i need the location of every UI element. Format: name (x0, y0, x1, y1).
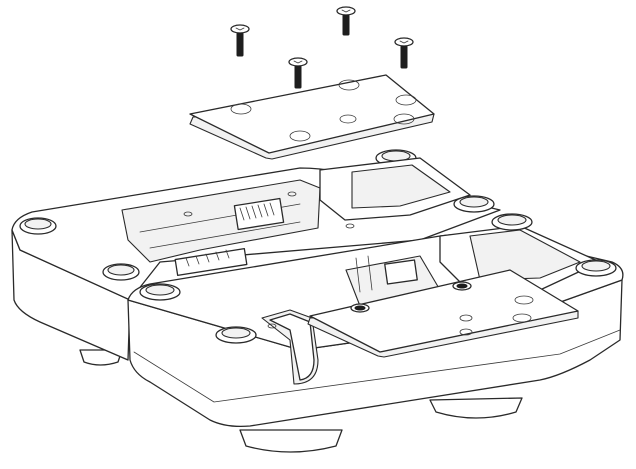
screw-4 (288, 57, 308, 89)
cover-plate (189, 74, 435, 160)
small-plate (307, 269, 579, 358)
screw-1 (230, 24, 250, 57)
screw-2 (336, 6, 356, 36)
screw-3 (394, 37, 414, 69)
